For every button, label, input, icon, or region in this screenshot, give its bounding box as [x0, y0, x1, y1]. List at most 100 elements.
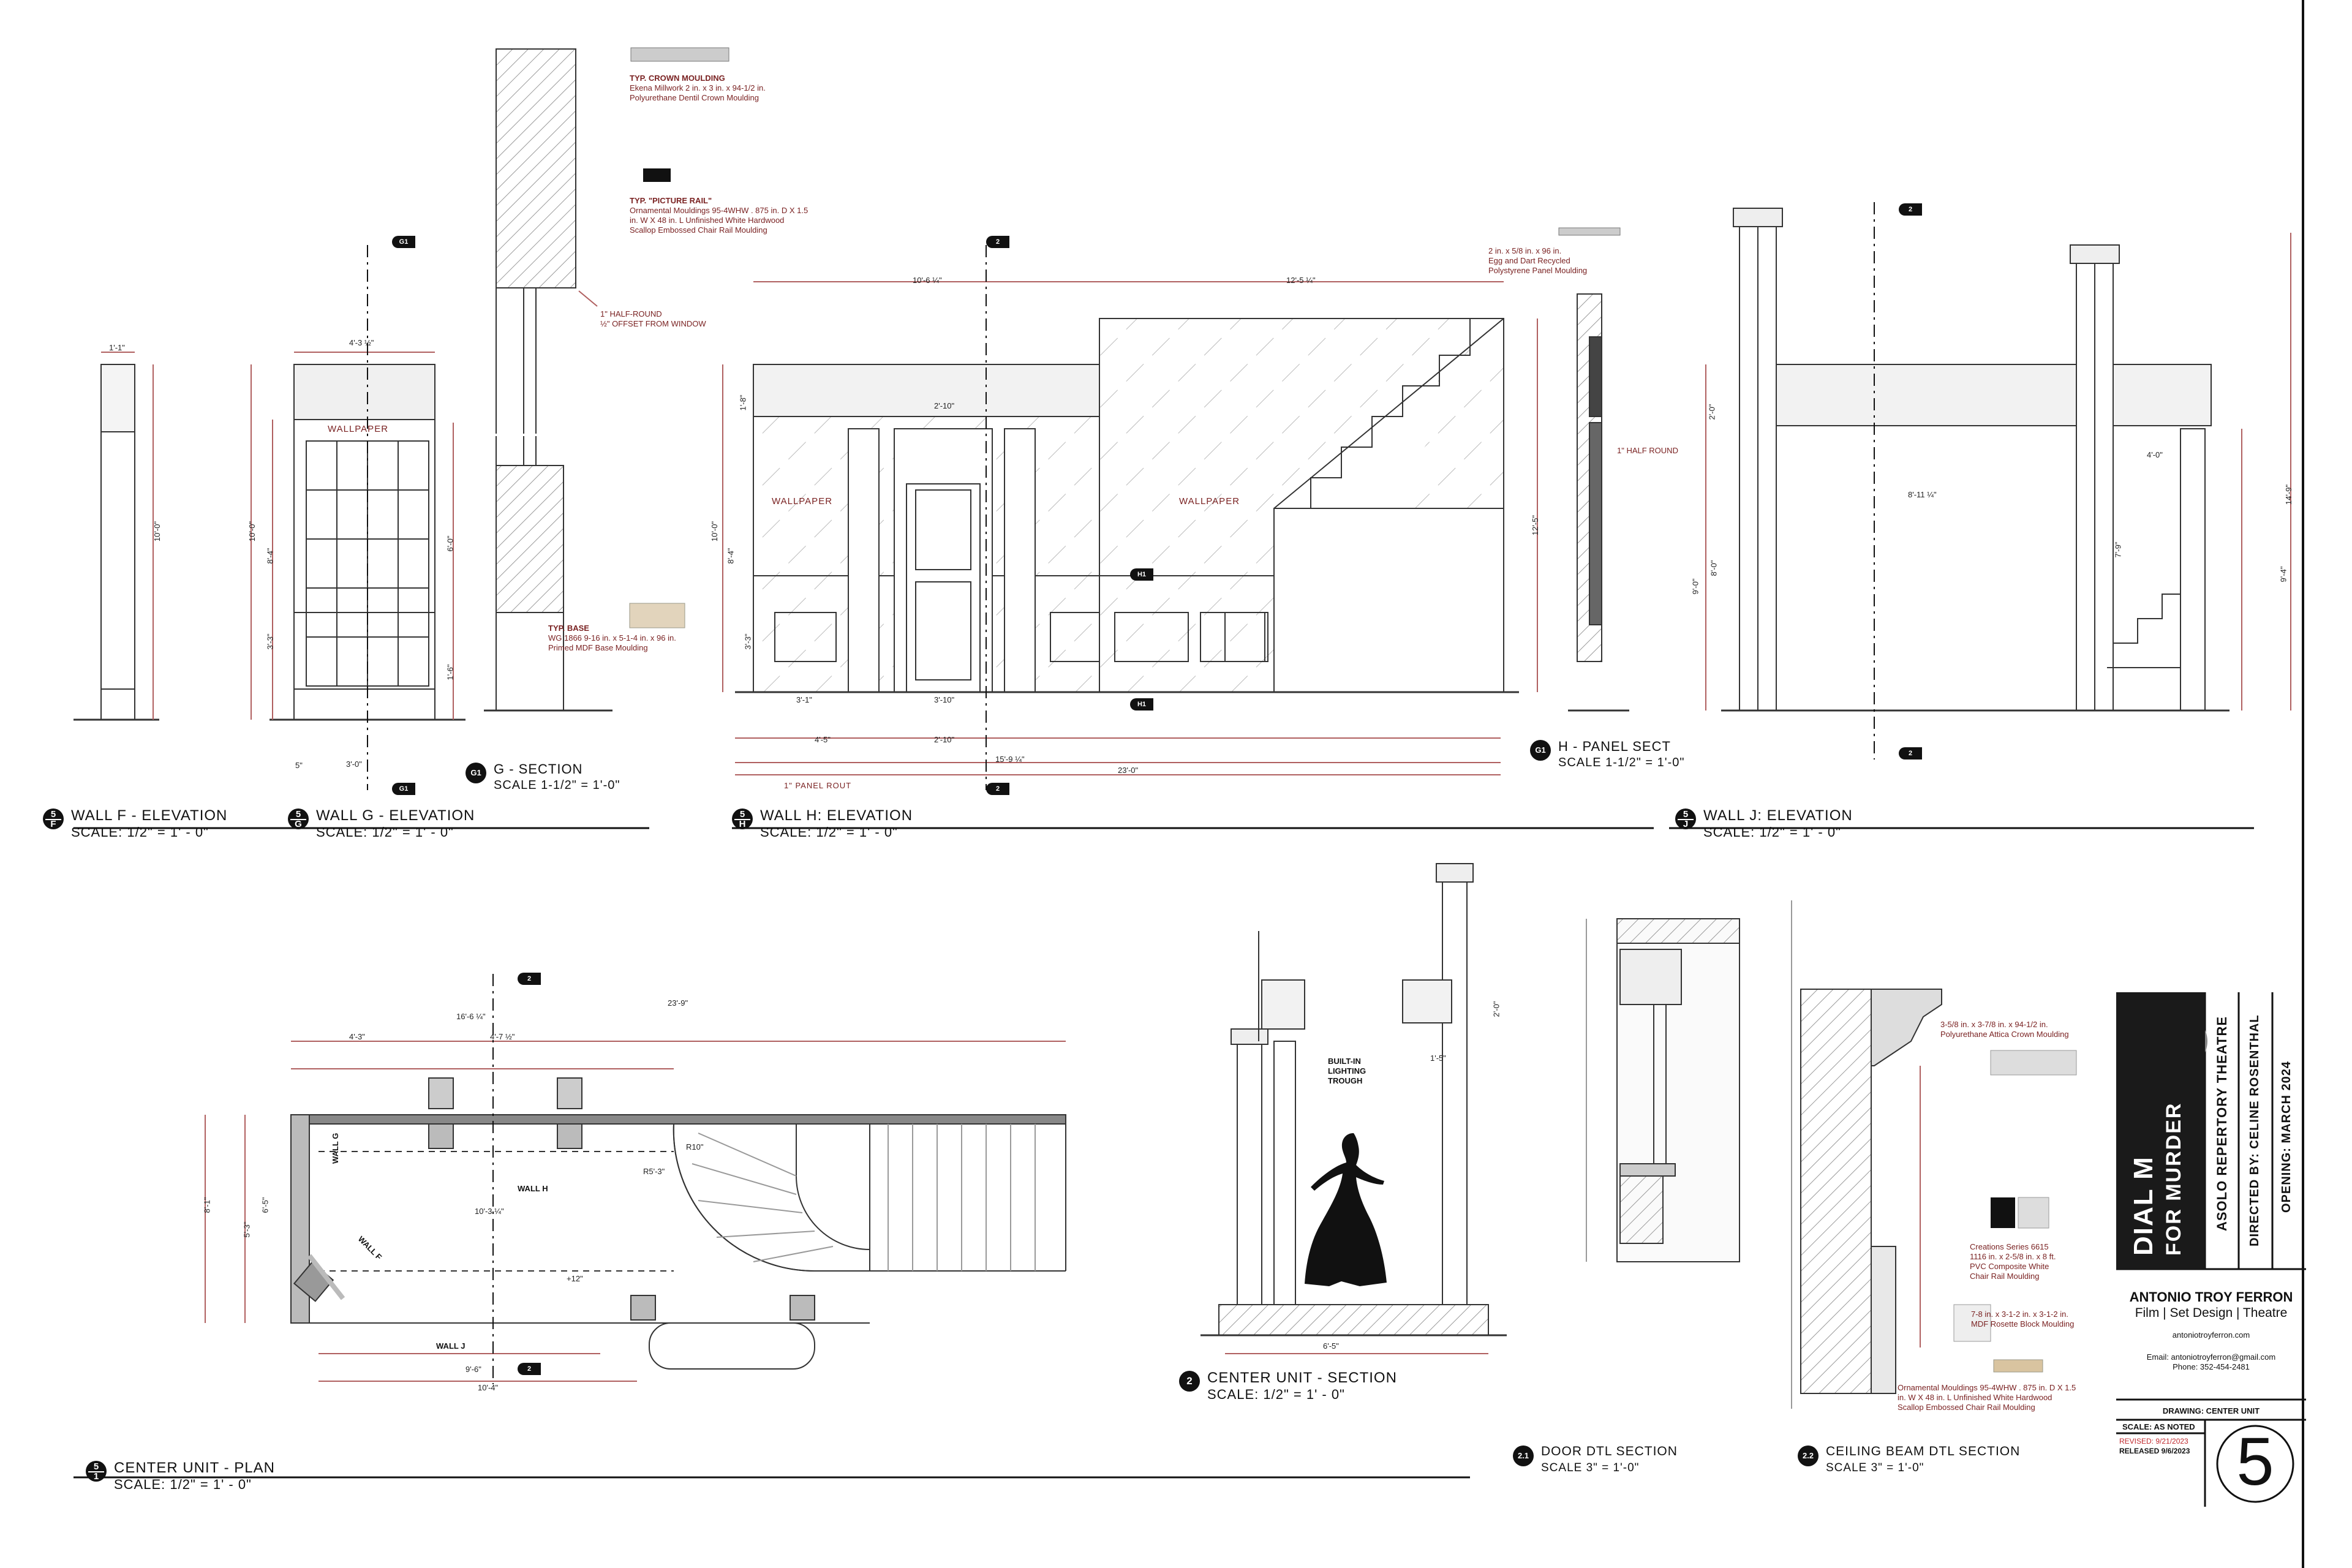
section-marker: 2 [518, 1363, 541, 1375]
dimension: 10'-0" [153, 521, 162, 542]
callout-line: Polyurethane Attica Crown Moulding [1940, 1030, 2069, 1039]
view-title: H - PANEL SECT [1558, 739, 1671, 754]
callout-line: BUILT-IN [1328, 1057, 1361, 1066]
sheet-number: 5 [2236, 1424, 2274, 1499]
view-number: 5 [739, 809, 745, 820]
dimension: 6'-5" [260, 1197, 270, 1213]
dimension: 4'-3" [349, 1032, 365, 1041]
designer-website: antoniotroyferron.com [2172, 1330, 2250, 1340]
dimension: 6'-0" [445, 535, 455, 552]
moulding-thumbnails [629, 47, 2077, 1373]
attica-crown-note: 3-5/8 in. x 3-7/8 in. x 94-1/2 in. Polyu… [1940, 1020, 2069, 1039]
view-title: WALL H: ELEVATION [760, 807, 913, 824]
view-title: WALL J: ELEVATION [1703, 807, 1853, 824]
dimension: +12" [567, 1274, 583, 1283]
dimension: 8'-0" [1709, 560, 1719, 576]
ceiling-beam-detail [1791, 900, 1942, 1409]
badge-divider [734, 819, 750, 820]
h-panel-section [1568, 293, 1629, 712]
half-round-h-note: 1" HALF ROUND [1617, 446, 1678, 456]
view-number: 2.1 [1517, 1451, 1529, 1460]
section-marker: 2 [518, 973, 541, 985]
dimension: 4'-3 ½" [349, 338, 374, 347]
view-scale: SCALE: 1/2" = 1' - 0" [71, 824, 209, 840]
dimension: 12'-5" [1531, 514, 1540, 536]
wallpaper-label: WALLPAPER [328, 424, 389, 434]
view-number: 5 [295, 809, 301, 820]
view-number: G1 [470, 768, 481, 777]
wall-f-elevation [74, 352, 159, 721]
callout-line: 7-8 in. x 3-1-2 in. x 3-1-2 in. [1971, 1310, 2068, 1319]
callout-line: 1116 in. x 2-5/8 in. x 8 ft. [1970, 1252, 2056, 1261]
dimension: 8'-11 ¼" [1908, 490, 1937, 499]
designer-role: Film | Set Design | Theatre [2135, 1306, 2288, 1320]
view-number: 2 [1186, 1375, 1193, 1387]
callout-line: Chair Rail Moulding [1970, 1272, 2040, 1281]
callout-line: WG 1866 9-16 in. x 5-1-4 in. x 96 in. [548, 633, 676, 643]
dimension: 3'-3" [743, 633, 753, 650]
dimension: 4'-5" [815, 735, 831, 744]
section-marker: H1 [1130, 698, 1153, 710]
callout-line: in. W X 48 in. L Unfinished White Hardwo… [1898, 1393, 2052, 1402]
wall-g-tag: WALL G [331, 1133, 340, 1164]
dimension: 3'-0" [346, 760, 362, 769]
callout-line: 1" HALF ROUND [1617, 446, 1678, 455]
dimension: 5'-3" [242, 1221, 252, 1238]
view-number: 5 [93, 1461, 99, 1472]
view-title: WALL F - ELEVATION [71, 807, 228, 824]
dimension: 10'-4" [478, 1383, 499, 1392]
designer-email: Email: antoniotroyferron@gmail.com [2146, 1352, 2276, 1362]
released-date: RELEASED 9/6/2023 [2119, 1447, 2190, 1455]
dimension: 10'-0" [247, 521, 257, 542]
view-scale: SCALE 1-1/2" = 1'-0" [494, 778, 620, 792]
dimension: 3'-1" [796, 695, 812, 704]
view-title: DOOR DTL SECTION [1541, 1444, 1678, 1458]
dimension: 16'-6 ¼" [456, 1012, 486, 1021]
half-round-note: 1" HALF-ROUND ½" OFFSET FROM WINDOW [600, 309, 706, 329]
callout-line: Egg and Dart Recycled [1488, 256, 1570, 265]
view-scale: SCALE: 1/2" = 1' - 0" [316, 824, 454, 840]
callout-line: 2 in. x 5/8 in. x 96 in. [1488, 246, 1562, 255]
wall-g-elevation [251, 245, 466, 790]
dimension: 1'-6" [445, 664, 455, 680]
dimension: 2'-10" [934, 735, 955, 744]
dimension: 2'-0" [1707, 404, 1717, 420]
dimension: 10'-0" [710, 521, 720, 542]
sheet-number-circle [2216, 1425, 2294, 1503]
dimension: 10'-6 ¼" [913, 276, 942, 285]
base-moulding-note: TYP. BASE WG 1866 9-16 in. x 5-1-4 in. x… [548, 624, 676, 653]
view-number-badge [1530, 740, 1551, 761]
dimension: 1'-8" [738, 394, 748, 411]
dimension: 23'-0" [1118, 766, 1139, 775]
wall-j-tag: WALL J [436, 1341, 466, 1351]
center-unit-plan [205, 974, 1066, 1384]
view-title: WALL G - ELEVATION [316, 807, 475, 824]
ornamental-moulding-note: Ornamental Mouldings 95-4WHW . 875 in. D… [1898, 1383, 2076, 1412]
dimension: 1'-1" [109, 343, 125, 352]
view-title: CEILING BEAM DTL SECTION [1826, 1444, 2021, 1458]
view-number: 5 [1683, 809, 1689, 820]
dimension: 5" [295, 761, 303, 770]
dimension: 15'-9 ¼" [995, 755, 1025, 764]
rosette-note: 7-8 in. x 3-1-2 in. x 3-1-2 in. MDF Rose… [1971, 1310, 2074, 1329]
figure-silhouette [1305, 1133, 1387, 1286]
dimension: 3'-10" [934, 695, 955, 704]
view-sheet: H [739, 819, 746, 829]
callout-line: MDF Rosette Block Moulding [1971, 1319, 2075, 1329]
view-scale: SCALE: 1/2" = 1' - 0" [1207, 1387, 1345, 1402]
director-name: DIRECTED BY: CELINE ROSENTHAL [2248, 1014, 2261, 1246]
view-sheet: J [1683, 819, 1689, 829]
view-scale: SCALE 3" = 1'-0" [1826, 1461, 1924, 1474]
wall-h-tag: WALL H [518, 1184, 548, 1193]
callout-line: Polystyrene Panel Moulding [1488, 266, 1588, 275]
dimension: 6'-5" [1323, 1341, 1339, 1351]
wall-j-elevation [1705, 202, 2291, 760]
callout-line: Creations Series 6615 [1970, 1242, 2049, 1251]
dimension: 3'-3" [265, 633, 275, 650]
section-marker: 2 [986, 236, 1009, 248]
view-sheet: F [50, 819, 56, 829]
wallpaper-label: WALLPAPER [772, 496, 833, 507]
wallpaper-label: WALLPAPER [1179, 496, 1240, 507]
view-sheet: 1 [93, 1471, 99, 1482]
view-number: 5 [50, 809, 56, 820]
